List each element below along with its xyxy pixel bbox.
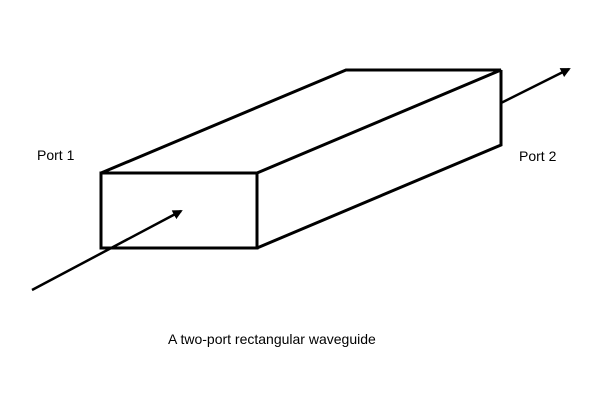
caption: A two-port rectangular waveguide <box>168 331 376 347</box>
port2-label: Port 2 <box>519 148 557 164</box>
waveguide-front-face <box>99 171 259 250</box>
input-arrow <box>31 209 183 292</box>
waveguide-top-face <box>100 68 502 175</box>
port1-label: Port 1 <box>37 147 75 163</box>
output-arrow <box>500 67 571 105</box>
waveguide-side-face <box>256 70 503 250</box>
